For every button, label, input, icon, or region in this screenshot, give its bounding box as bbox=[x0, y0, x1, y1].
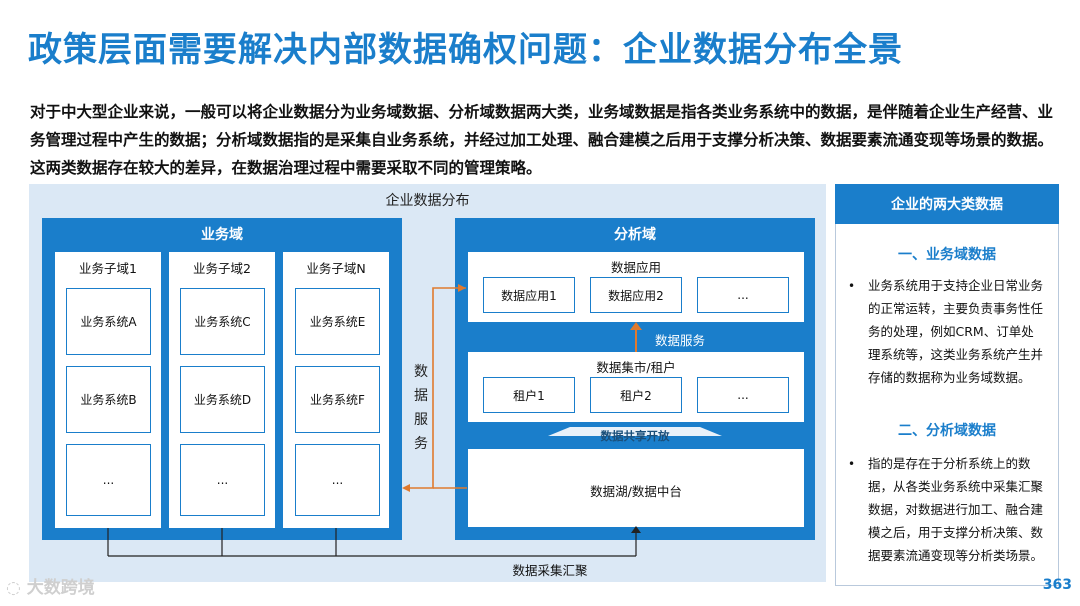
arrow-to-apps bbox=[458, 284, 466, 292]
watermark-text: 大数跨境 bbox=[26, 578, 95, 598]
subdomain-2-label: 业务子域2 bbox=[193, 261, 251, 276]
share-arrow bbox=[548, 427, 722, 436]
app-box: 数据应用1 bbox=[483, 277, 575, 313]
sidebar-header: 企业的两大类数据 bbox=[835, 184, 1059, 224]
data-share-label: 数据共享开放 bbox=[600, 429, 670, 443]
arrow-to-business bbox=[402, 484, 410, 492]
app-box: ... bbox=[697, 277, 789, 313]
system-box: ... bbox=[66, 444, 151, 516]
vertical-char: 务 bbox=[414, 436, 428, 452]
system-box: 业务系统A bbox=[66, 288, 151, 355]
bullet-text-analysis: 指的是存在于分析系统上的数据，从各类业务系统中采集汇聚数据，对数据进行加工、融合… bbox=[868, 456, 1044, 563]
bullet-dot: • bbox=[848, 457, 856, 471]
business-domain-title: 业务域 bbox=[201, 227, 243, 243]
section-heading-business: 一、业务域数据 bbox=[898, 247, 996, 263]
subdomain-n-label: 业务子域N bbox=[306, 261, 366, 276]
tenant-box: ... bbox=[697, 377, 789, 413]
watermark-icon: ◌ bbox=[6, 578, 21, 598]
vertical-char: 据 bbox=[414, 388, 428, 404]
data-apps-label: 数据应用 bbox=[610, 260, 661, 275]
analysis-domain-title: 分析域 bbox=[614, 227, 656, 243]
tenant-box: 租户1 bbox=[483, 377, 575, 413]
system-box: 业务系统B bbox=[66, 366, 151, 433]
watermark-logo: ◌ 大数跨境 bbox=[6, 573, 95, 598]
diagram-title: 企业数据分布 bbox=[385, 193, 470, 209]
section-heading-analysis: 二、分析域数据 bbox=[898, 423, 996, 439]
data-lake-label: 数据湖/数据中台 bbox=[590, 484, 682, 499]
bullet-dot: • bbox=[848, 279, 856, 293]
page-title: 政策层面需要解决内部数据确权问题：企业数据分布全景 bbox=[28, 30, 903, 70]
app-box: 数据应用2 bbox=[590, 277, 682, 313]
system-box: ... bbox=[295, 444, 380, 516]
data-mart-label: 数据集市/租户 bbox=[596, 360, 676, 375]
data-service-label: 数据服务 bbox=[654, 333, 705, 348]
data-collect-label: 数据采集汇聚 bbox=[512, 563, 588, 578]
vertical-char: 服 bbox=[414, 412, 428, 428]
vertical-char: 数 bbox=[414, 364, 428, 380]
page-number: 363 bbox=[1042, 577, 1072, 593]
system-box: 业务系统C bbox=[180, 288, 265, 355]
data-service-arrow bbox=[404, 287, 466, 489]
subdomain-1-label: 业务子域1 bbox=[79, 261, 137, 276]
intro-paragraph: 对于中大型企业来说，一般可以将企业数据分为业务域数据、分析域数据两大类，业务域数… bbox=[30, 103, 1054, 177]
sidebar-panel bbox=[835, 184, 1059, 586]
system-box: ... bbox=[180, 444, 265, 516]
service-arrow-head bbox=[630, 322, 642, 330]
bullet-text-business: 业务系统用于支持企业日常业务的正常运转，主要负责事务性任务的处理，例如CRM、订… bbox=[868, 278, 1044, 385]
data-lake-panel bbox=[468, 449, 804, 527]
system-box: 业务系统D bbox=[180, 366, 265, 433]
data-service-vertical-label: 数 据 服 务 bbox=[411, 360, 431, 456]
tenant-box: 租户2 bbox=[590, 377, 682, 413]
collect-arrow-head bbox=[631, 526, 641, 533]
system-box: 业务系统E bbox=[295, 288, 380, 355]
system-box: 业务系统F bbox=[295, 366, 380, 433]
